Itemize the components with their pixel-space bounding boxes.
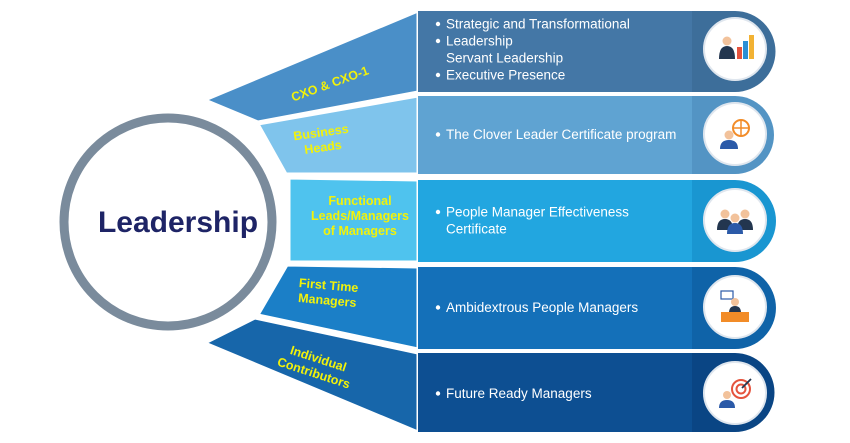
level-cap-1 [692, 11, 776, 92]
bullet-dot [435, 305, 441, 310]
center-title: Leadership [98, 206, 258, 239]
bullet-dot [435, 38, 441, 44]
level-label-line: First Time [298, 276, 359, 295]
level-band-1 [418, 11, 700, 92]
target-person-icon [719, 378, 752, 408]
level-label-line: Heads [303, 138, 342, 157]
level-band-2 [418, 96, 700, 174]
bullet-text: The Clover Leader Certificate program [446, 127, 676, 142]
level-band-4 [418, 267, 700, 349]
bullet-text: Strategic and Transformational [446, 17, 630, 32]
bullet-text: Leadership [446, 34, 513, 49]
level-cap-4 [692, 267, 776, 349]
leader-chart-icon [719, 35, 754, 59]
bullet-dot [435, 72, 441, 78]
team-icon [717, 209, 753, 234]
fan-segments [201, 8, 420, 435]
level-cap-3 [692, 180, 776, 262]
bullet-dot [435, 132, 441, 137]
level-cap-2 [692, 96, 774, 174]
bullet-dot [435, 209, 441, 215]
level-label-line: Leads/Managers [311, 209, 409, 223]
level-label-line: Functional [328, 194, 391, 208]
level-bullets: Strategic and TransformationalLeadership… [435, 17, 676, 401]
level-label-line: Managers [298, 291, 357, 310]
center-circle: Leadership [59, 113, 277, 331]
bullet-text: Servant Leadership [446, 51, 563, 66]
level-band-5 [418, 353, 700, 432]
bullet-text: Certificate [446, 222, 507, 237]
level-bands [418, 11, 700, 432]
level-band-3 [418, 180, 700, 262]
globe-person-icon [720, 119, 750, 149]
bullet-text: Executive Presence [446, 68, 565, 83]
level-label-line: of Managers [323, 224, 397, 238]
bullet-text: Ambidextrous People Managers [446, 300, 638, 315]
center-ring [59, 113, 277, 331]
level-cap-5 [692, 353, 775, 432]
presenter-icon [720, 290, 749, 322]
icon-caps [692, 11, 776, 432]
bullet-text: Future Ready Managers [446, 386, 592, 401]
icon-circle [703, 17, 767, 81]
bullet-dot [435, 21, 441, 27]
bullet-text: People Manager Effectiveness [446, 205, 629, 220]
bullet-dot [435, 391, 441, 396]
